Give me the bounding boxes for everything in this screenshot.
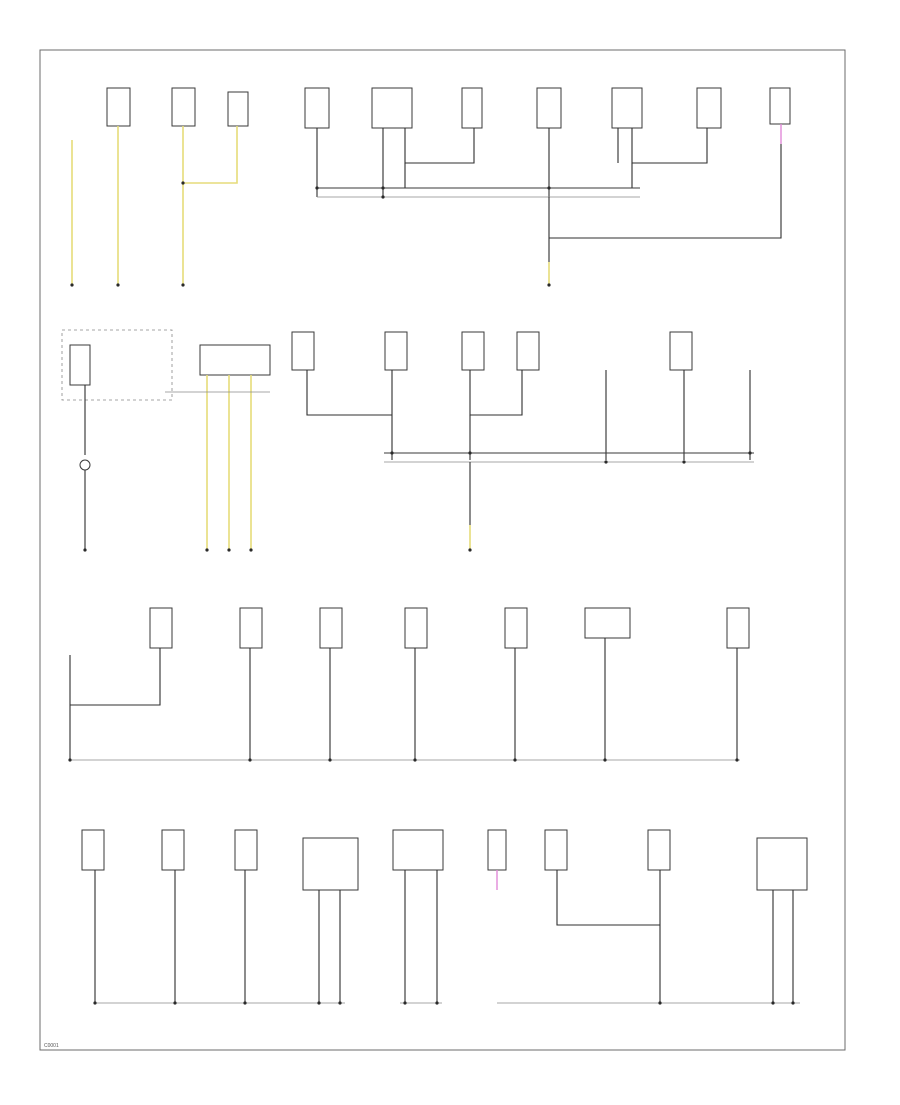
diagram-border xyxy=(39,49,846,1051)
component-box xyxy=(171,87,196,127)
component-box xyxy=(544,829,568,871)
bulb-icon xyxy=(79,459,91,471)
component-box xyxy=(371,87,413,129)
component-box xyxy=(584,607,631,639)
ground-point xyxy=(735,758,739,762)
ground-point xyxy=(771,1001,775,1005)
ground-point xyxy=(248,758,252,762)
component-box xyxy=(726,607,750,649)
component-box xyxy=(239,607,263,649)
wire xyxy=(70,648,161,706)
splice xyxy=(748,451,752,455)
ground-point xyxy=(173,1001,177,1005)
component-box xyxy=(302,837,359,891)
ground-point xyxy=(791,1001,795,1005)
wire xyxy=(306,370,392,416)
wire xyxy=(183,126,238,184)
component-box xyxy=(696,87,722,129)
component-box xyxy=(756,837,808,891)
wire xyxy=(556,870,660,926)
splice xyxy=(315,186,319,190)
component-box xyxy=(304,87,330,129)
component-box xyxy=(384,331,408,371)
splice xyxy=(390,451,394,455)
ground-point xyxy=(93,1001,97,1005)
splice xyxy=(547,186,551,190)
component-box xyxy=(516,331,540,371)
component-box xyxy=(461,87,483,129)
wire xyxy=(631,128,708,164)
ground-point xyxy=(413,758,417,762)
component-box xyxy=(234,829,258,871)
component-outline xyxy=(61,329,173,401)
component-box xyxy=(504,607,528,649)
component-box xyxy=(69,344,91,386)
ground-point xyxy=(205,548,209,552)
ground-point xyxy=(338,1001,342,1005)
component-box xyxy=(536,87,562,129)
ground-point xyxy=(317,1001,321,1005)
ground-point xyxy=(658,1001,662,1005)
splice xyxy=(381,195,385,199)
component-box xyxy=(392,829,444,871)
ground-point xyxy=(68,758,72,762)
wire xyxy=(404,128,475,164)
ground-point xyxy=(328,758,332,762)
ground-point xyxy=(249,548,253,552)
component-box xyxy=(669,331,693,371)
ground-point xyxy=(227,548,231,552)
component-box xyxy=(647,829,671,871)
splice xyxy=(468,451,472,455)
splice xyxy=(181,181,185,185)
component-box xyxy=(106,87,131,127)
component-box xyxy=(199,344,271,376)
ground-point xyxy=(181,283,185,287)
component-box xyxy=(319,607,343,649)
ground-point xyxy=(70,283,74,287)
component-box xyxy=(227,91,249,127)
wire xyxy=(549,144,782,239)
section-1 xyxy=(70,87,791,287)
ground-point xyxy=(83,548,87,552)
component-box xyxy=(487,829,507,871)
section-4 xyxy=(81,829,808,1005)
component-box xyxy=(149,607,173,649)
component-box xyxy=(769,87,791,125)
component-box xyxy=(291,331,315,371)
ground-point xyxy=(513,758,517,762)
component-box xyxy=(461,331,485,371)
ground-point xyxy=(243,1001,247,1005)
component-box xyxy=(404,607,428,649)
section-2 xyxy=(61,329,754,552)
ground-point xyxy=(468,548,472,552)
ground-point xyxy=(603,758,607,762)
splice xyxy=(682,460,686,464)
ground-point xyxy=(435,1001,439,1005)
component-box xyxy=(81,829,105,871)
footer-code: C0001 xyxy=(44,1043,59,1049)
splice xyxy=(604,460,608,464)
section-3 xyxy=(68,607,750,762)
component-box xyxy=(161,829,185,871)
ground-point xyxy=(403,1001,407,1005)
ground-point xyxy=(116,283,120,287)
wire xyxy=(469,370,523,416)
component-box xyxy=(611,87,643,129)
ground-point xyxy=(547,283,551,287)
splice xyxy=(381,186,385,190)
